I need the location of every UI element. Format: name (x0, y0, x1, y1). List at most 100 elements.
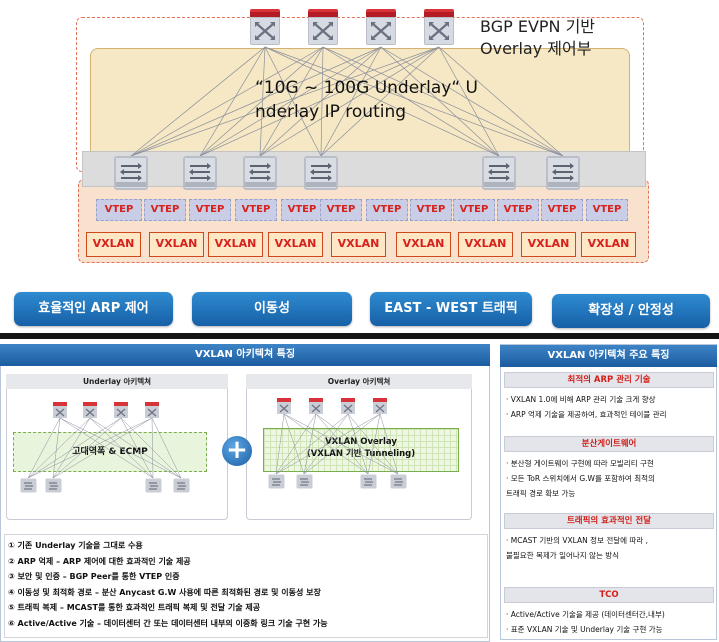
leaf-switch-icon (544, 154, 582, 192)
fabric-link (322, 46, 500, 157)
plus-symbol: + (226, 435, 248, 465)
mini-leaf-icon (145, 478, 162, 493)
mini-leaf-icon (173, 478, 190, 493)
overlay-label-line2: Overlay 제어부 (480, 39, 592, 58)
overlay-tunnel-label: VXLAN Overlay (VXLAN 기반 Tunneling) (263, 436, 459, 460)
feature-arp-control: 효율적인 ARP 제어 (14, 292, 173, 326)
fabric-link (264, 46, 500, 157)
main-feature-line: 불필요한 복제가 일어나지 않는 방식 (506, 551, 620, 560)
vxlan-box: VXLAN (208, 232, 263, 257)
mini-spine-icon (82, 402, 98, 418)
vtep-box: VTEP (96, 199, 142, 221)
main-feature-line: · ARP 억제 기술을 제공하여, 효과적인 테이블 관리 (506, 410, 667, 419)
mini-spine-icon (308, 398, 324, 414)
fabric-link (320, 46, 440, 157)
mini-leaf-icon (360, 474, 377, 489)
mini-diagram-links (27, 413, 399, 479)
fabric-link (259, 46, 382, 157)
feature-list-item: ① 기존 Underlay 기술을 그대로 수용 (8, 541, 143, 550)
mini-link (27, 417, 122, 479)
fabric-link (199, 46, 324, 157)
mini-link (120, 417, 154, 479)
vtep-box: VTEP (586, 199, 628, 221)
vxlan-box: VXLAN (268, 232, 323, 257)
vtep-box: VTEP (235, 199, 277, 221)
main-feature-line: · 표준 VXLAN 기술 및 Underlay 기술 구현 가능 (506, 625, 663, 634)
mini-leaf-icon (45, 478, 62, 493)
mini-leaf-icon (268, 474, 285, 489)
architecture-title: VXLAN 아키텍쳐 특징 (0, 344, 490, 366)
feature-list-item: ② ARP 억제 – ARP 제어에 대한 효과적인 기술 제공 (8, 556, 191, 566)
feature-east-west: EAST - WEST 트래픽 (370, 292, 532, 326)
leaf-switch-icon (302, 154, 340, 192)
main-feature-heading: 최적의 ARP 관리 기술 (504, 372, 714, 388)
main-feature-line: · VXLAN 1.0에 비해 ARP 관리 기술 크게 향상 (506, 395, 656, 404)
vxlan-box: VXLAN (396, 232, 451, 257)
plus-icon: + (222, 436, 252, 466)
fabric-link (264, 46, 322, 157)
mini-spine-icon (52, 402, 68, 418)
vtep-box: VTEP (144, 199, 186, 221)
fabric-link (130, 46, 324, 157)
fabric-link (259, 46, 266, 157)
fabric-link (130, 46, 266, 157)
mini-link (347, 413, 399, 475)
vtep-box: VTEP (189, 199, 231, 221)
mini-link (275, 413, 381, 475)
mini-link (303, 413, 349, 475)
mini-link (52, 417, 91, 479)
spine-switch-icon (363, 9, 399, 47)
mini-leaf-icon (296, 474, 313, 489)
mini-link (275, 413, 285, 475)
overlay-label-line1: BGP EVPN 기반 (480, 17, 596, 36)
feature-list-item: ⑥ Active/Active 기술 – 데이터센터 간 또는 데이터센터 내부… (8, 618, 328, 628)
mini-leaf-icon (20, 478, 37, 493)
fabric-link (199, 46, 382, 157)
overlay-tunnel-box (263, 428, 459, 472)
overlay-tunnel-line2: (VXLAN 기반 Tunneling) (306, 449, 416, 459)
leaf-switch-icon (181, 154, 219, 192)
leaf-switch-icon (112, 154, 150, 192)
feature-list-item: ④ 이동성 및 최적화 경로 – 분산 Anycast G.W 사용에 따른 최… (8, 587, 321, 597)
main-feature-line: · 모든 ToR 스위치에서 G.W를 포함하여 최적의 (506, 474, 655, 483)
fabric-links (130, 46, 564, 157)
fabric-link (380, 46, 500, 157)
vxlan-box: VXLAN (149, 232, 204, 257)
mini-link (59, 417, 182, 479)
mini-spine-icon (372, 398, 388, 414)
vtep-box: VTEP (497, 199, 539, 221)
mini-link (27, 417, 153, 479)
mini-link (315, 413, 399, 475)
vtep-box: VTEP (320, 199, 362, 221)
fabric-link (322, 46, 564, 157)
main-feature-line: 트래픽 경로 확보 가능 (506, 489, 576, 498)
mini-link (367, 413, 381, 475)
leaf-switch-icon (480, 154, 518, 192)
underlay-card-title: Underlay 아키텍쳐 (6, 374, 228, 389)
mini-link (283, 413, 305, 475)
mini-link (347, 413, 369, 475)
vxlan-box: VXLAN (521, 232, 576, 257)
main-feature-heading: TCO (504, 587, 714, 603)
mini-link (59, 417, 154, 479)
vxlan-box: VXLAN (331, 232, 386, 257)
fabric-link (264, 46, 564, 157)
leaf-switch-icon (241, 154, 279, 192)
feature-list-item: ③ 보안 및 인증 – BGP Peer를 통한 VTEP 인증 (8, 572, 180, 581)
mini-link (27, 417, 91, 479)
feature-scalability: 확장성 / 안정성 (552, 294, 710, 328)
vtep-box: VTEP (541, 199, 583, 221)
vxlan-box: VXLAN (581, 232, 636, 257)
main-features-title: VXLAN 아키텍쳐 주요 특징 (500, 345, 717, 367)
fabric-link (320, 46, 324, 157)
mini-link (89, 417, 154, 479)
main-feature-heading: 분산게이트웨어 (504, 436, 714, 452)
spine-switch-icon (305, 9, 341, 47)
overlay-tunnel-line1: VXLAN Overlay (325, 437, 397, 447)
underlay-label: “10G ~ 100G Underlay“ U nderlay IP routi… (255, 76, 478, 124)
vtep-box: VTEP (410, 199, 452, 221)
mini-link (151, 417, 182, 479)
mini-spine-icon (340, 398, 356, 414)
underlay-label-line1: “10G ~ 100G Underlay“ U (255, 78, 479, 98)
underlay-ecmp-label: 고대역폭 & ECMP (72, 447, 148, 457)
